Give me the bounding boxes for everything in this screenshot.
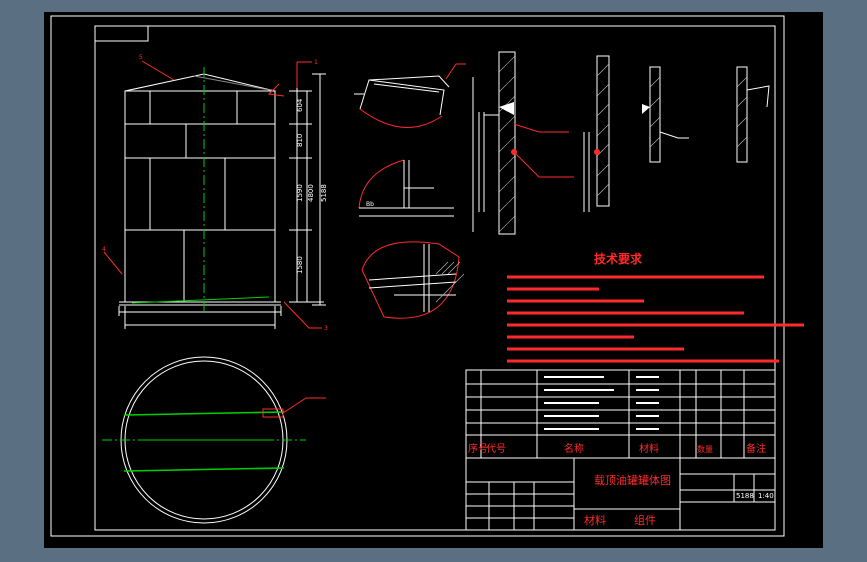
- drawing-outer-frame: [50, 15, 785, 537]
- cad-drawing: 604 810 1590 1580 4800 5188 5 4 1 3: [50, 15, 804, 537]
- drawing-title: 载顶油罐罐体图: [594, 473, 671, 487]
- tank-plan-view: [102, 356, 326, 524]
- detail-bottom-corner: [361, 241, 460, 319]
- leader-tag: 5: [139, 54, 143, 61]
- weld-hatch-3: [649, 76, 661, 148]
- tech-req-title: 技术要求: [594, 251, 643, 266]
- dim-4800: 4800: [307, 184, 315, 202]
- bom-header-name: 名称: [564, 442, 584, 455]
- bom-header-seq: 序号: [468, 442, 488, 455]
- weld-hatch-2: [596, 63, 610, 197]
- dim-1580: 1580: [296, 256, 304, 274]
- title-unit-label: 组件: [634, 513, 656, 527]
- bom-header: 序号 代号 名称 材料 数量 备注: [468, 442, 766, 455]
- dim-1590: 1590: [296, 184, 304, 202]
- dim-810: 810: [296, 134, 304, 147]
- detail-knuckle: [358, 159, 454, 217]
- weld-hatch-4: [736, 76, 748, 148]
- title-block: [465, 457, 776, 531]
- weld-bead: [642, 104, 650, 114]
- front-view-leaders: [103, 60, 322, 329]
- weld-detail-4: [736, 66, 770, 163]
- leader-tag: 4: [102, 246, 106, 253]
- bom-row-text: [544, 376, 659, 430]
- drawing-inner-frame: [94, 25, 776, 531]
- weld-leader: [513, 151, 574, 178]
- bom-table: [465, 369, 776, 459]
- dimension-chain: [289, 73, 326, 306]
- weld-leader: [513, 123, 569, 133]
- bom-header-remark: 备注: [746, 442, 766, 455]
- tank-front-view: [118, 73, 282, 329]
- weld-bead: [499, 102, 514, 115]
- detail-hatch: [435, 261, 465, 303]
- detail-leader: [445, 63, 466, 80]
- tech-req-lines: [507, 275, 804, 363]
- title-weight: 5188: [736, 492, 754, 500]
- detail-label: Bb: [366, 201, 374, 208]
- title-scale: 1:40: [758, 492, 774, 500]
- weld-leader: [659, 131, 689, 139]
- title-material-label: 材料: [584, 513, 606, 527]
- bom-header-material: 材料: [639, 442, 659, 455]
- weld-detail-1: [472, 51, 516, 235]
- bom-header-code: 代号: [486, 443, 506, 455]
- weld-point: [594, 149, 600, 155]
- leader-tag: 1: [314, 59, 318, 66]
- dim-604: 604: [296, 98, 304, 112]
- detail-roof-edge: [354, 75, 450, 128]
- bom-header-qty: 数量: [697, 444, 713, 454]
- weld-detail-2: [583, 55, 610, 212]
- leader-tag: 3: [324, 325, 328, 332]
- corner-code-box: [94, 25, 149, 42]
- cad-viewport[interactable]: 604 810 1590 1580 4800 5188 5 4 1 3: [44, 12, 823, 548]
- weld-hatch-1: [498, 55, 516, 233]
- bottom-slope-line: [131, 296, 270, 304]
- weld-detail-3: [649, 66, 661, 163]
- tank-roof: [124, 73, 276, 92]
- tank-shell: [124, 90, 276, 303]
- dim-5188: 5188: [320, 184, 328, 202]
